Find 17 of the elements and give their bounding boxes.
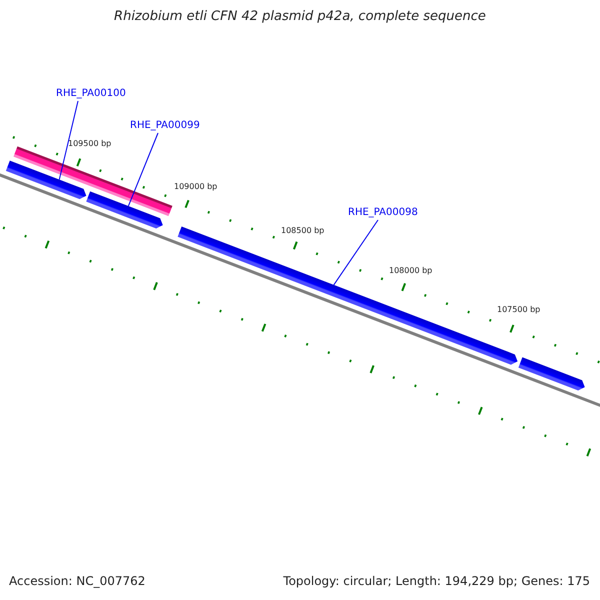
gene-feature (86, 191, 163, 229)
leader-line (333, 220, 378, 286)
gene-feature (6, 160, 86, 200)
tick-label: 108500 bp (281, 226, 324, 236)
gene-label: RHE_PA00099 (130, 120, 200, 132)
leader-line (58, 100, 78, 180)
topology-text: Topology: circular; Length: 194,229 bp; Genes: 175 (283, 575, 590, 589)
leader-line (128, 132, 158, 207)
tick-label: 109500 bp (68, 139, 112, 148)
tick-label: 109000 bp (174, 182, 218, 192)
gene-feature (518, 357, 585, 390)
tick-label: 107500 bp (497, 305, 540, 314)
title: Rhizobium etli CFN 42 plasmid p42a, complete sequence (114, 10, 486, 25)
gene-label: RHE_PA00098 (348, 207, 418, 218)
tick-label: 108000 bp (389, 266, 432, 276)
gene-label: RHE_PA00100 (56, 88, 126, 100)
accession-text: Accession: NC_007762 (9, 575, 146, 589)
